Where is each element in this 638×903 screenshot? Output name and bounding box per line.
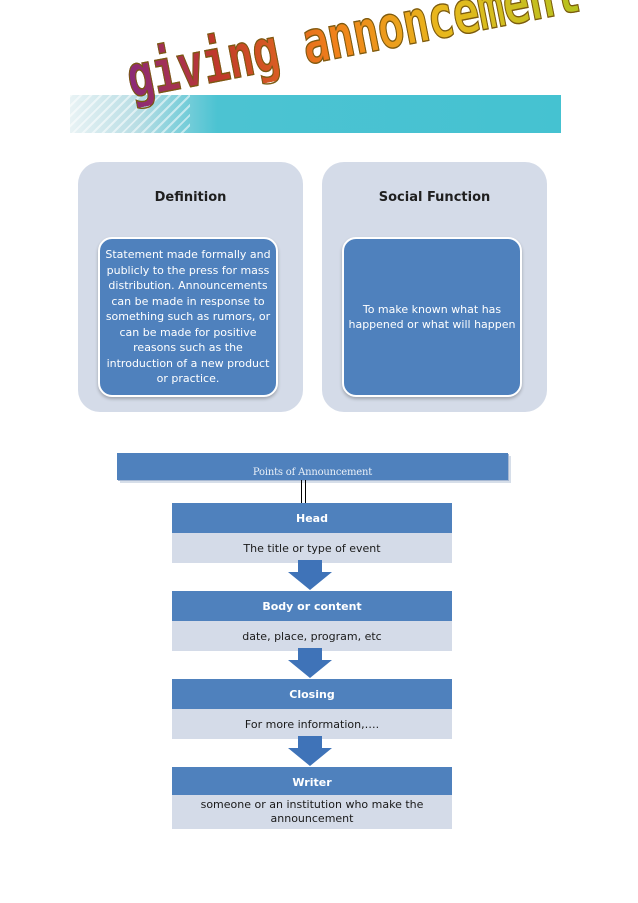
- definition-text-box: Statement made formally and publicly to …: [98, 237, 278, 397]
- step-body: date, place, program, etc: [172, 621, 452, 651]
- flow-connector: [301, 480, 306, 503]
- down-arrow-icon: [288, 736, 332, 766]
- step-body: someone or an institution who make the a…: [172, 795, 452, 829]
- definition-panel: Definition Statement made formally and p…: [78, 162, 303, 412]
- title-banner: [70, 95, 561, 133]
- step-head: Writer: [172, 767, 452, 797]
- points-of-announcement-bar: Points of Announcement: [117, 453, 508, 480]
- social-function-title: Social Function: [378, 190, 491, 205]
- step-head: Body or content: [172, 591, 452, 621]
- social-function-text-box: To make known what has happened or what …: [342, 237, 522, 397]
- points-of-announcement-label: Points of Announcement: [252, 467, 373, 478]
- page-title: giving annoncement: [120, 0, 585, 113]
- social-function-text: To make known what has happened or what …: [348, 302, 516, 332]
- definition-text: Statement made formally and publicly to …: [105, 248, 271, 386]
- down-arrow-icon: [288, 560, 332, 590]
- social-function-panel: Social Function To make known what has h…: [322, 162, 547, 412]
- step-body: For more information,….: [172, 709, 452, 739]
- step-body: The title or type of event: [172, 533, 452, 563]
- down-arrow-icon: [288, 648, 332, 678]
- step-head: Closing: [172, 679, 452, 709]
- step-head: Head: [172, 503, 452, 533]
- definition-title: Definition: [154, 190, 227, 205]
- banner-texture: [70, 95, 190, 133]
